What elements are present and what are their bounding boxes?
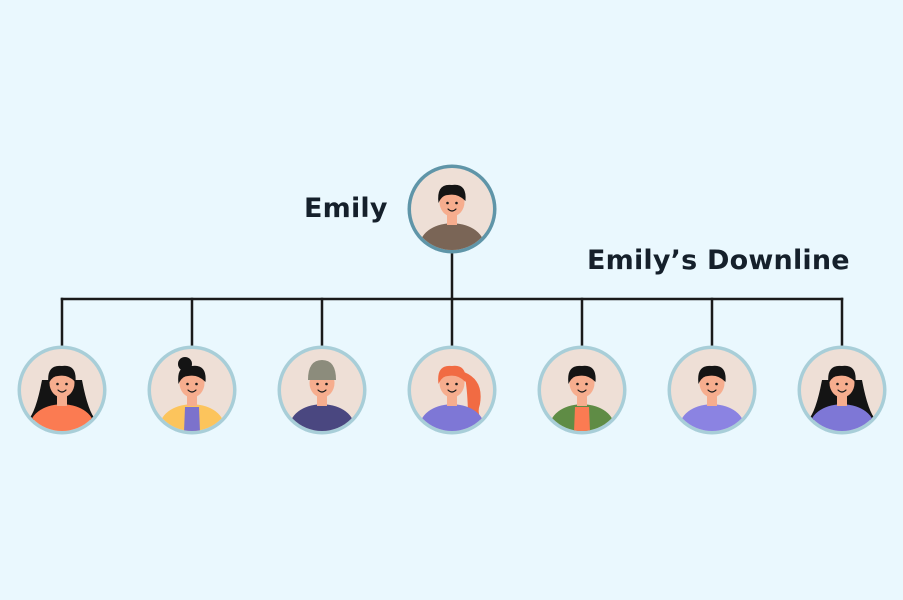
connector-lines: [60, 248, 844, 351]
beanie-hat: [308, 360, 336, 380]
eye: [316, 382, 319, 386]
mouth: [447, 208, 457, 212]
person-icon: [548, 365, 616, 431]
neck: [707, 394, 717, 406]
eye: [446, 382, 449, 386]
person-icon: [678, 365, 746, 431]
person-icon: [28, 365, 96, 431]
mouth: [317, 389, 327, 393]
downline-avatar: [17, 345, 107, 435]
neck: [447, 213, 457, 225]
downline-avatar: [667, 345, 757, 435]
hair-top: [568, 365, 596, 384]
eye: [446, 201, 449, 205]
person-icon: [158, 357, 226, 431]
shirt: [418, 223, 486, 250]
downline-avatar: [537, 345, 627, 435]
mouth: [707, 389, 717, 393]
shirt-inner: [574, 407, 590, 431]
hair-top: [828, 365, 856, 384]
root-name-label: Emily: [304, 193, 388, 224]
eye: [455, 201, 458, 205]
eye: [186, 382, 189, 386]
downline-label: Emily’s Downline: [587, 245, 850, 276]
shirt: [28, 404, 96, 431]
root-avatar: [407, 164, 497, 254]
person-icon: [288, 360, 356, 431]
neck: [837, 394, 847, 406]
downline-avatar: [407, 345, 497, 435]
neck: [447, 394, 457, 406]
shirt: [678, 404, 746, 431]
mouth: [187, 389, 197, 393]
eye: [325, 382, 328, 386]
person-icon: [808, 365, 876, 431]
mouth: [447, 389, 457, 393]
downline-avatar: [797, 345, 887, 435]
shirt: [418, 404, 486, 431]
eye: [845, 382, 848, 386]
hair-top: [438, 365, 466, 384]
mouth: [577, 389, 587, 393]
eye: [65, 382, 68, 386]
downline-avatar: [277, 345, 367, 435]
shirt-inner: [184, 407, 200, 431]
person-icon: [418, 365, 486, 431]
downline-avatar: [147, 345, 237, 435]
mouth: [837, 389, 847, 393]
hair-top: [48, 365, 76, 384]
mouth: [57, 389, 67, 393]
shirt: [288, 404, 356, 431]
eye: [585, 382, 588, 386]
eye: [836, 382, 839, 386]
person-icon: [418, 184, 486, 250]
shirt: [808, 404, 876, 431]
hair-bun: [178, 357, 192, 371]
hair-top: [438, 184, 466, 203]
neck: [57, 394, 67, 406]
neck: [187, 394, 197, 406]
eye: [576, 382, 579, 386]
eye: [56, 382, 59, 386]
eye: [715, 382, 718, 386]
hair-top: [698, 365, 726, 384]
neck: [577, 394, 587, 406]
eye: [195, 382, 198, 386]
eye: [706, 382, 709, 386]
eye: [455, 382, 458, 386]
neck: [317, 394, 327, 406]
